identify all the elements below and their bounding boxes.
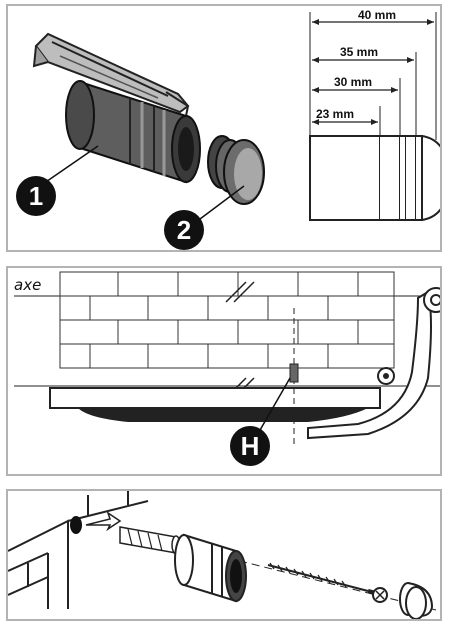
- cap-part-illustration: [207, 135, 265, 205]
- callout-1-label: 1: [29, 181, 43, 211]
- callout-h: H: [230, 426, 270, 466]
- screw: [267, 562, 388, 603]
- panel-assembly: [6, 489, 442, 621]
- cylinder-part: [174, 533, 247, 603]
- wall-plug: [119, 526, 181, 555]
- wall-corner: [8, 491, 149, 609]
- cap-part: [399, 582, 434, 619]
- installation-diagram: axe: [14, 271, 440, 466]
- cylinder-part-illustration: [65, 80, 201, 184]
- brick-wall: [59, 271, 395, 369]
- components-diagram: 1 2 40 mm: [16, 8, 440, 250]
- callout-h-label: H: [241, 431, 260, 461]
- panel-components: 1 2 40 mm: [6, 4, 442, 252]
- shelf: [49, 387, 381, 422]
- insert-arrow-icon: [85, 511, 122, 532]
- dimension-35mm-label: 35 mm: [340, 45, 378, 59]
- dimension-30mm-label: 30 mm: [334, 75, 372, 89]
- dimension-23mm-label: 23 mm: [316, 107, 354, 121]
- callout-1: 1: [16, 176, 56, 216]
- bracket: [307, 287, 440, 440]
- assembly-diagram: [8, 491, 440, 619]
- callout-2-label: 2: [177, 215, 191, 245]
- clip-tool-illustration: [32, 32, 190, 127]
- dimension-40mm-label: 40 mm: [358, 8, 396, 22]
- panel-installation-position: axe: [6, 266, 442, 476]
- callout-2: 2: [164, 210, 204, 250]
- drill-hole: [70, 516, 82, 534]
- dimension-drawing: 40 mm 35 mm 30 mm 23 mm: [309, 8, 440, 222]
- axe-label: axe: [14, 276, 41, 294]
